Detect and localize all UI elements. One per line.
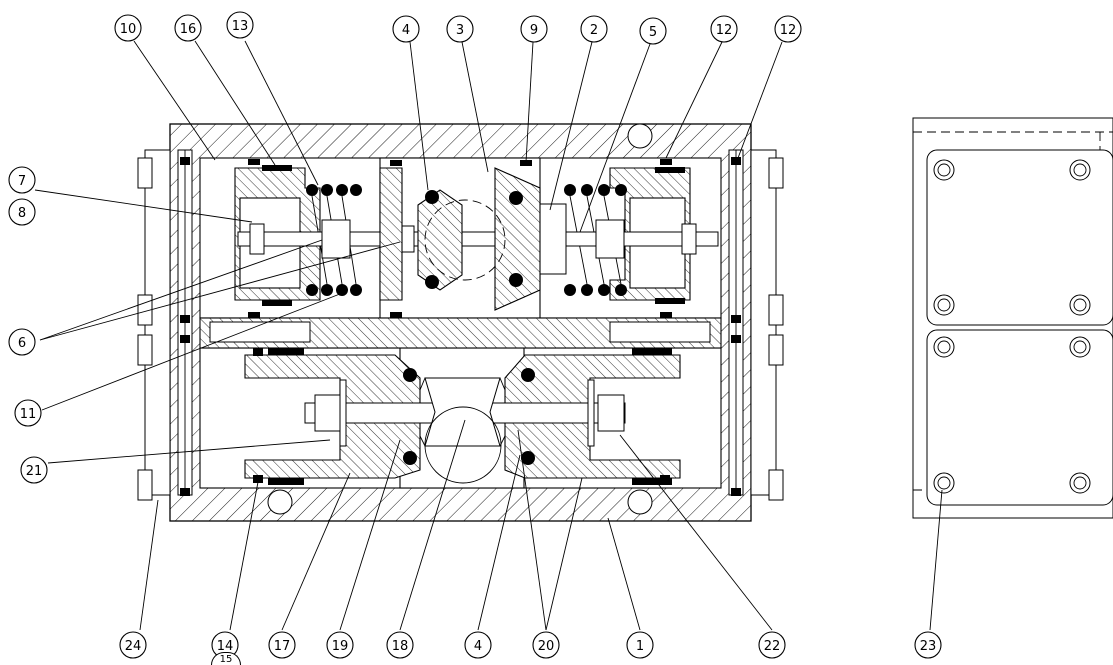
lower-rod xyxy=(304,377,626,484)
callout-12-a: 12 xyxy=(710,15,738,43)
upper-right-spring xyxy=(564,184,627,296)
callout-12-b: 12 xyxy=(774,15,802,43)
callout-3: 3 xyxy=(446,15,474,43)
callout-13: 13 xyxy=(226,11,254,39)
callout-2: 2 xyxy=(580,15,608,43)
svg-text:18: 18 xyxy=(392,639,409,654)
svg-text:22: 22 xyxy=(764,639,781,654)
callout-18: 18 xyxy=(386,631,414,659)
lower-right-piston xyxy=(504,348,681,485)
svg-text:21: 21 xyxy=(26,464,43,479)
callout-17: 17 xyxy=(268,631,296,659)
svg-text:23: 23 xyxy=(920,639,937,654)
upper-left-spring xyxy=(306,184,362,296)
svg-text:10: 10 xyxy=(120,22,137,37)
leader-lines xyxy=(34,40,943,631)
callout-4-top: 4 xyxy=(392,15,420,43)
svg-text:11: 11 xyxy=(20,407,37,422)
svg-text:20: 20 xyxy=(538,639,555,654)
callout-7: 7 xyxy=(8,166,36,194)
callout-4-bottom: 4 xyxy=(464,631,492,659)
callout-11: 11 xyxy=(14,399,42,427)
side-view xyxy=(912,117,1113,519)
svg-text:9: 9 xyxy=(530,23,538,38)
callout-6: 6 xyxy=(8,328,36,356)
svg-text:4: 4 xyxy=(402,23,410,38)
callout-19: 19 xyxy=(326,631,354,659)
svg-text:6: 6 xyxy=(18,336,26,351)
svg-text:14: 14 xyxy=(217,639,234,654)
callout-5: 5 xyxy=(639,17,667,45)
svg-text:19: 19 xyxy=(332,639,349,654)
svg-text:8: 8 xyxy=(18,206,26,221)
callout-15-text: 15 xyxy=(219,654,233,665)
callout-24: 24 xyxy=(119,631,147,659)
callout-10: 10 xyxy=(114,14,142,42)
svg-text:17: 17 xyxy=(274,639,291,654)
svg-text:1: 1 xyxy=(636,639,644,654)
end-caps xyxy=(137,149,784,501)
callout-21: 21 xyxy=(20,456,48,484)
svg-text:5: 5 xyxy=(649,25,657,40)
lower-left-piston xyxy=(244,348,421,485)
callout-20: 20 xyxy=(532,631,560,659)
svg-text:2: 2 xyxy=(590,23,598,38)
svg-text:3: 3 xyxy=(456,23,464,38)
callout-22: 22 xyxy=(758,631,786,659)
svg-text:12: 12 xyxy=(716,23,733,38)
callout-16: 16 xyxy=(174,14,202,42)
upper-pinion xyxy=(379,160,541,318)
callout-8: 8 xyxy=(8,198,36,226)
callout-9: 9 xyxy=(520,15,548,43)
svg-text:16: 16 xyxy=(180,22,197,37)
callout-23: 23 xyxy=(914,631,942,659)
svg-text:13: 13 xyxy=(232,19,249,34)
svg-text:7: 7 xyxy=(18,174,26,189)
callout-1: 1 xyxy=(626,631,654,659)
svg-text:12: 12 xyxy=(780,23,797,38)
svg-text:4: 4 xyxy=(474,639,482,654)
svg-text:24: 24 xyxy=(125,639,142,654)
